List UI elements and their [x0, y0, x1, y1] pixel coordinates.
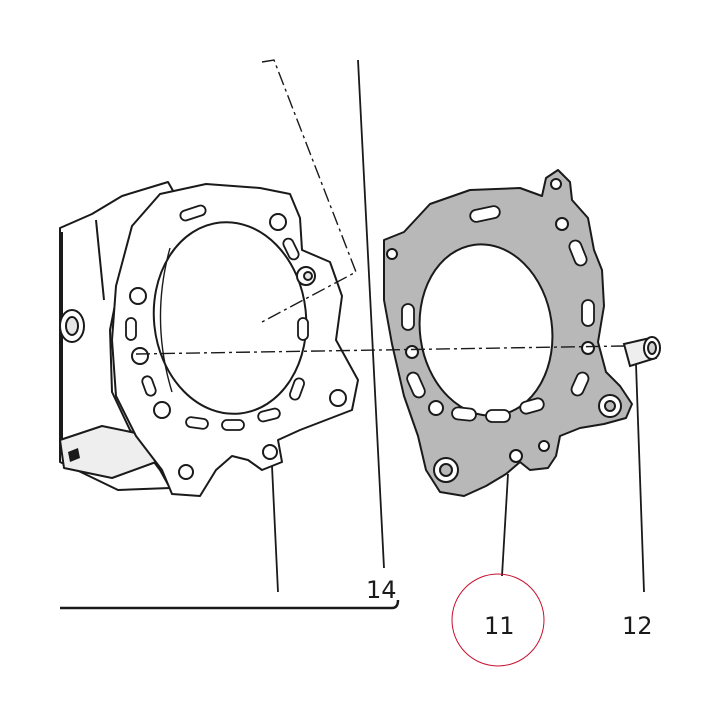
cylinder-base-gasket	[383, 169, 633, 497]
dowel-pin	[622, 336, 661, 368]
cylinder-block	[59, 181, 359, 497]
assembly-centerlines	[135, 59, 625, 355]
highlight-circle	[451, 573, 545, 667]
callout-14: 14	[366, 576, 397, 604]
leader-line-cylinder	[271, 465, 279, 593]
leader-line-11	[501, 473, 509, 577]
group-bracket-line	[60, 599, 400, 610]
leader-line-12	[635, 363, 645, 593]
leader-lines	[271, 59, 645, 593]
callout-12: 12	[622, 612, 653, 640]
leader-line-14	[357, 59, 385, 569]
callout-11: 11	[484, 612, 515, 640]
cylinder-bore	[152, 221, 308, 415]
